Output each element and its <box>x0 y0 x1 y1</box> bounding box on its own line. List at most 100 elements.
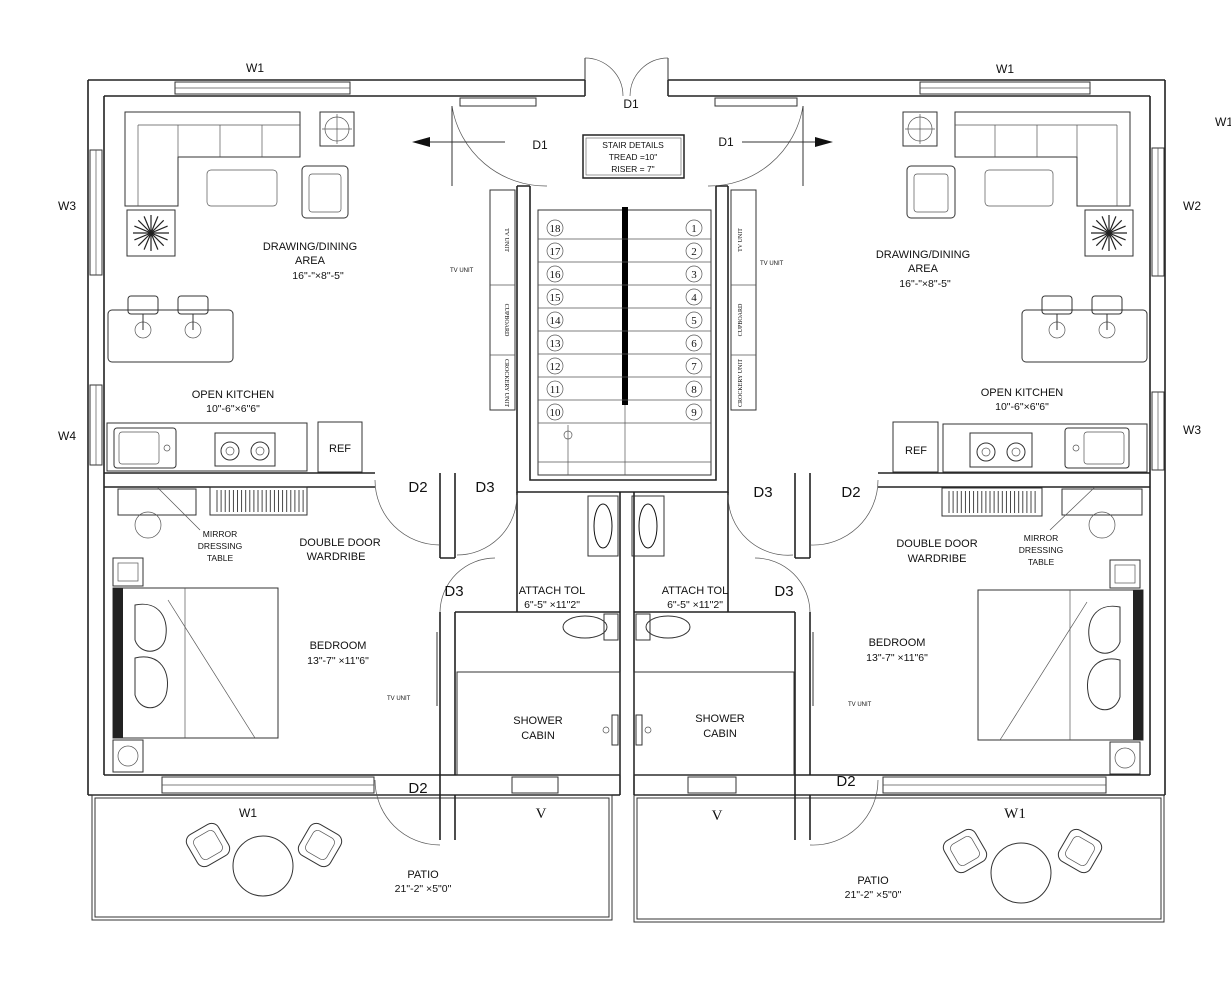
stair-step-right: 7 <box>685 357 703 375</box>
plant-leaf <box>1095 232 1110 247</box>
stair-step-number: 4 <box>691 292 697 304</box>
stair-step-circle <box>546 288 564 306</box>
tv-unit-bed-right: TV UNIT <box>848 702 872 708</box>
ref-label-left: REF <box>329 443 351 455</box>
room-dining-right-name: DRAWING/DINING <box>876 249 970 261</box>
stair-step-right: 5 <box>685 311 703 329</box>
stair-step-circle <box>546 265 564 283</box>
door-labels: D1 D1 D1 D2 D3 D3 D2 D3 D3 D2 D2 <box>408 97 860 797</box>
crockery-unit-left: CROCKERY UNIT <box>503 359 509 407</box>
left-living-furniture <box>107 111 355 363</box>
room-bedroom-right-dim: 13"-7" ×11"6" <box>866 652 928 664</box>
stair-step-circle <box>546 334 564 352</box>
plant-leaf <box>1108 232 1123 247</box>
stair-step-number: 10 <box>550 407 562 419</box>
room-toilet-right-dim: 6"-5" ×11"2" <box>667 599 723 611</box>
window-label-w1-patio-right: W1 <box>1004 806 1026 822</box>
window-label-w1-top-right: W1 <box>996 62 1014 76</box>
plant-leaf <box>150 232 159 250</box>
tv-unit-small-left: TV UNIT <box>450 268 474 274</box>
stair-details-tread: TREAD =10" <box>609 152 658 162</box>
stair-details-title: STAIR DETAILS <box>602 140 664 150</box>
stair-step-number: 2 <box>691 246 697 258</box>
plant-leaf <box>134 225 152 234</box>
door-swings <box>374 57 879 846</box>
stair-step-circle <box>685 219 703 237</box>
plant-leaf <box>1108 225 1126 234</box>
door-label-d3-left-lower: D3 <box>444 583 463 600</box>
plant-leaf <box>134 232 152 241</box>
plant-leaf <box>150 225 168 234</box>
plant-leaf <box>150 219 165 234</box>
stair-step-circle <box>546 242 564 260</box>
stair-step-number: 1 <box>691 223 697 235</box>
tv-unit-stair-right: TV UNIT <box>738 228 744 252</box>
stair-side-units: TV UNIT CUPBOARD CROCKERY UNIT TV UNIT C… <box>450 189 784 411</box>
plant-leaf <box>1108 219 1123 234</box>
room-patio-right-name: PATIO <box>857 875 889 887</box>
room-dining-left-name: DRAWING/DINING <box>263 241 357 253</box>
stair-step-number: 5 <box>691 315 697 327</box>
stair-step-number: 16 <box>550 269 562 281</box>
wardrobe-left-line2: WARDRIBE <box>307 551 366 563</box>
windows <box>89 81 1165 794</box>
left-bedroom-furniture <box>112 486 438 773</box>
room-kitchen-left-name: OPEN KITCHEN <box>192 389 275 401</box>
stair-step-right: 4 <box>685 288 703 306</box>
stair-step-right: 6 <box>685 334 703 352</box>
mirror-right-line2: DRESSING <box>1019 545 1063 555</box>
stair-step-left: 13 <box>546 334 564 352</box>
door-label-d2-right-lower: D2 <box>836 773 855 790</box>
cupboard-left: CUPBOARD <box>503 304 509 337</box>
stair-step-number: 8 <box>691 384 697 396</box>
room-kitchen-left-dim: 10"-6"×6"6" <box>206 403 260 415</box>
stair-step-circle <box>546 380 564 398</box>
plant-leaf <box>1101 216 1110 234</box>
room-dining-right-dim: 16"-"×8"-5" <box>899 278 951 290</box>
stair-step-circle <box>685 334 703 352</box>
plant-leaf <box>1095 219 1110 234</box>
stair-step-circle <box>546 403 564 421</box>
stair-step-circle <box>685 242 703 260</box>
door-label-d1-top: D1 <box>623 97 639 111</box>
room-toilet-right-name: ATTACH TOL <box>662 585 728 597</box>
room-toilet-left-name: ATTACH TOL <box>519 585 585 597</box>
plant-leaf <box>137 219 152 234</box>
crockery-unit-right: CROCKERY UNIT <box>738 359 744 407</box>
room-bedroom-left-dim: 13"-7" ×11"6" <box>307 655 369 667</box>
window-label-w4-left: W4 <box>58 429 76 443</box>
left-toilet-fixtures <box>562 495 619 641</box>
window-label-w1-top-left: W1 <box>246 61 264 75</box>
plant-leaf <box>137 232 152 247</box>
left-patio-furniture <box>185 822 343 897</box>
plant-leaf <box>1092 232 1110 241</box>
stair-step-left: 15 <box>546 288 564 306</box>
stair-step-number: 12 <box>550 361 561 373</box>
door-label-d1-left: D1 <box>532 138 548 152</box>
window-label-v-left: V <box>536 806 547 822</box>
mirror-right-line3: TABLE <box>1028 557 1055 567</box>
room-dining-right-name2: AREA <box>908 263 939 275</box>
door-label-d2-left-upper: D2 <box>408 479 427 496</box>
window-label-w3-right: W3 <box>1183 423 1201 437</box>
right-patio-furniture <box>942 828 1103 904</box>
stair-details-riser: RISER = 7" <box>611 164 654 174</box>
window-label-w3-left: W3 <box>58 199 76 213</box>
cupboard-right: CUPBOARD <box>738 303 744 336</box>
stair-step-circle <box>685 403 703 421</box>
window-label-w2-right: W2 <box>1183 199 1201 213</box>
room-patio-left-dim: 21"-2" ×5"0" <box>395 883 452 895</box>
stair-step-number: 13 <box>550 338 562 350</box>
stair-step-number: 15 <box>550 292 562 304</box>
stair-step-left: 12 <box>546 357 564 375</box>
stair-step-right: 2 <box>685 242 703 260</box>
right-toilet-fixtures <box>631 495 691 641</box>
stair-step-circle <box>546 311 564 329</box>
stair-step-number: 14 <box>550 315 562 327</box>
room-bedroom-left-name: BEDROOM <box>310 640 367 652</box>
stair-step-right: 9 <box>685 403 703 421</box>
shower-mixers <box>602 714 652 746</box>
window-label-w1-patio-left: W1 <box>239 806 257 820</box>
ref-label-right: REF <box>905 445 927 457</box>
